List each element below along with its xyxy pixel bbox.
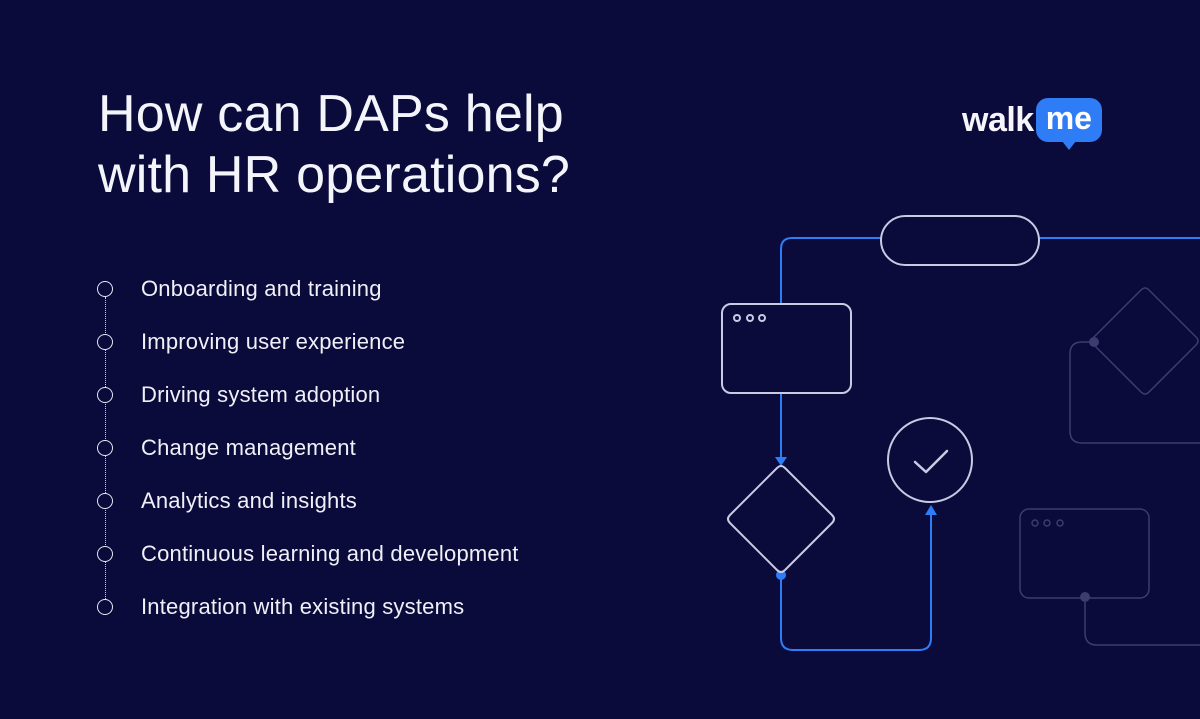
list-item: Continuous learning and development — [96, 527, 519, 580]
list-item-label: Analytics and insights — [141, 487, 357, 513]
circle-bullet-icon — [97, 280, 113, 297]
faded-shapes — [1019, 287, 1200, 646]
title-line-2: with HR operations? — [98, 146, 571, 204]
decision-diamond-icon — [727, 465, 835, 573]
faded-diamond-icon — [1091, 287, 1199, 395]
circle-bullet-icon — [97, 492, 113, 509]
list-item-label: Change management — [141, 434, 356, 460]
page-title: How can DAPs help with HR operations? — [98, 84, 570, 206]
benefits-list: Onboarding and training Improving user e… — [96, 262, 519, 633]
logo-speech-bubble: me — [1035, 98, 1102, 150]
flow-lines — [780, 237, 1200, 651]
faded-window-icon — [1019, 508, 1150, 599]
window-icon — [721, 303, 852, 394]
list-item: Change management — [96, 421, 519, 474]
walkme-logo: walk me — [962, 98, 1102, 150]
list-item: Analytics and insights — [96, 474, 519, 527]
faded-connector-line — [1084, 597, 1200, 646]
list-item: Driving system adoption — [96, 368, 519, 421]
list-item-label: Integration with existing systems — [141, 593, 465, 619]
faded-connector-box — [1069, 341, 1200, 444]
list-item-label: Improving user experience — [141, 328, 406, 354]
list-item-label: Driving system adoption — [141, 381, 381, 407]
terminator-icon — [880, 215, 1040, 266]
logo-text-walk: walk — [962, 100, 1034, 139]
checkmark-icon — [913, 449, 949, 474]
circle-bullet-icon — [97, 333, 113, 350]
title-line-1: How can DAPs help — [98, 85, 564, 143]
list-item: Onboarding and training — [96, 262, 519, 315]
checkmark-circle-icon — [887, 417, 973, 503]
circle-bullet-icon — [97, 545, 113, 562]
arrow-down-icon — [775, 457, 787, 466]
list-item-label: Onboarding and training — [141, 275, 382, 301]
circle-bullet-icon — [97, 598, 113, 615]
list-item: Integration with existing systems — [96, 580, 519, 633]
list-item-label: Continuous learning and development — [141, 540, 519, 566]
arrow-up-icon — [925, 505, 937, 515]
list-item: Improving user experience — [96, 315, 519, 368]
circle-bullet-icon — [97, 386, 113, 403]
circle-bullet-icon — [97, 439, 113, 456]
flow-node-dot — [776, 570, 786, 580]
